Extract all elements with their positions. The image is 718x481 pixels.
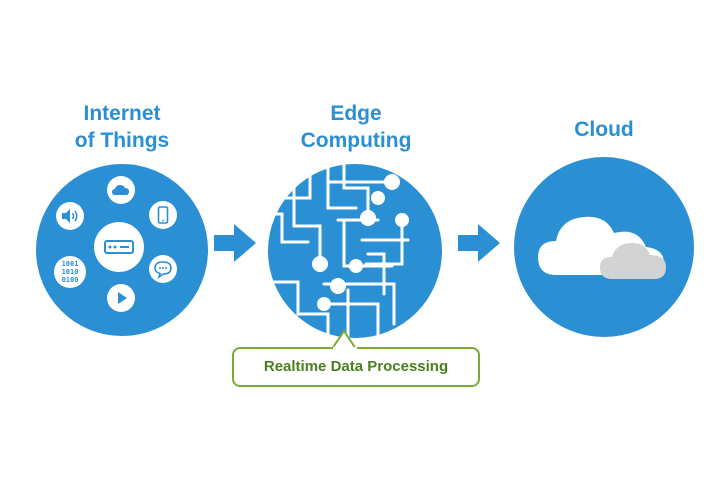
cloud-title: Cloud xyxy=(574,118,634,141)
callout-pointer xyxy=(331,330,357,350)
cloud-icon xyxy=(107,176,135,204)
cloud-icon xyxy=(538,216,666,279)
circuit-network-icon xyxy=(268,164,410,338)
realtime-data-processing-callout: Realtime Data Processing xyxy=(232,347,480,387)
edge-circle xyxy=(268,164,442,338)
callout-pointer-mask xyxy=(333,347,357,351)
callout-label: Realtime Data Processing xyxy=(263,358,449,375)
cloud-circle xyxy=(514,157,694,337)
edge-title: Edge Computing xyxy=(300,102,412,152)
arrow-right-icon xyxy=(458,224,500,262)
phone-icon xyxy=(149,201,177,229)
arrow-right-icon xyxy=(214,224,256,262)
iot-title: Internet of Things xyxy=(74,102,170,152)
binary-data-icon: 1001 1010 0100 xyxy=(54,256,86,288)
speaker-icon xyxy=(56,202,84,230)
binary-text: 1001 1010 0100 xyxy=(61,260,79,284)
chat-bubble-icon xyxy=(149,255,177,283)
play-icon xyxy=(107,284,135,312)
router-icon xyxy=(94,222,144,272)
iot-circle: 1001 1010 0100 xyxy=(36,164,208,336)
